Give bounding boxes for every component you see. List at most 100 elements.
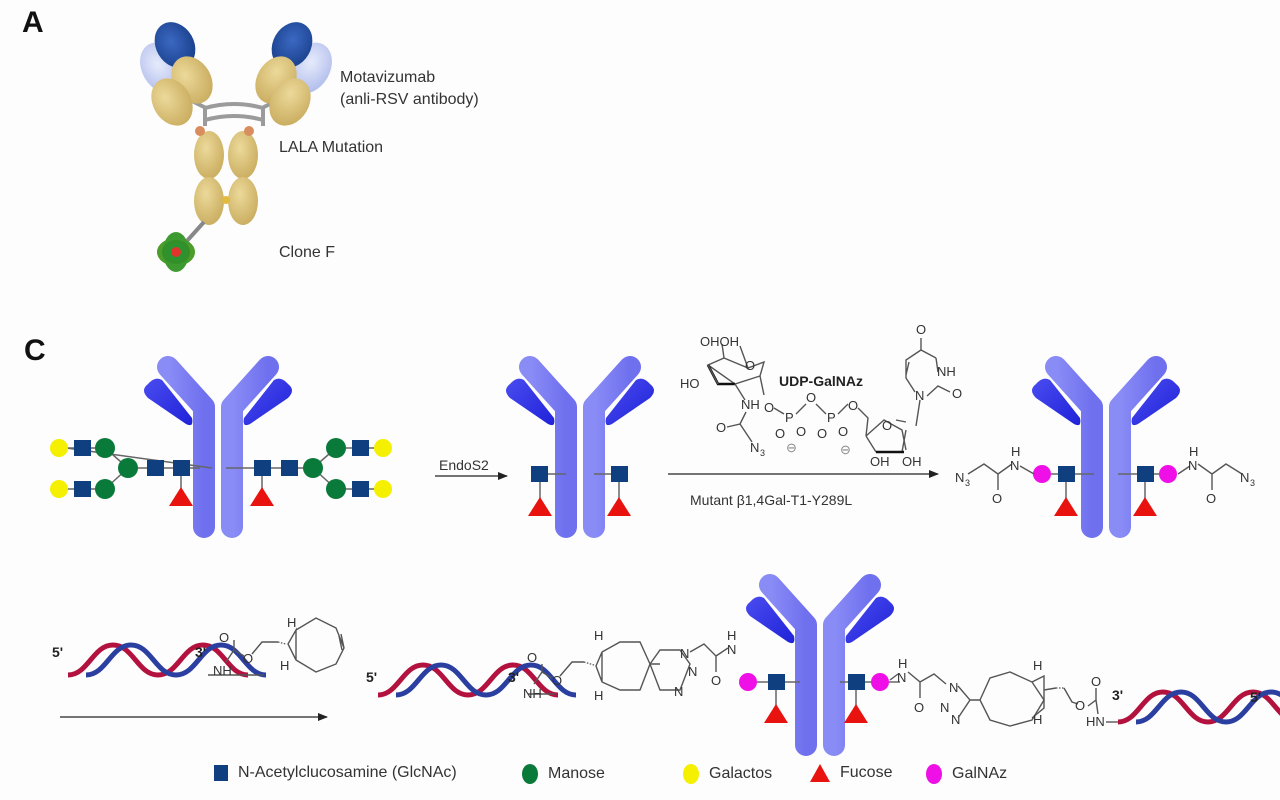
- heavy-chain-variable-left: [154, 22, 196, 68]
- glcnac-node: [848, 674, 865, 690]
- dna-bcn-reagent: 5' 3' NH O O H H: [52, 615, 345, 678]
- glcnac-node: [173, 460, 190, 476]
- dna-3prime-label: 3': [1112, 687, 1123, 703]
- chem-nh: NH: [213, 663, 232, 678]
- chem-n3: N: [955, 470, 964, 485]
- dna-5prime-label: 5': [52, 644, 63, 660]
- glcnac-node: [281, 460, 298, 476]
- antibody-deglycosylated: [506, 367, 654, 527]
- chem-h: H: [1033, 712, 1042, 727]
- chem-n: N: [680, 646, 689, 661]
- antibody-dna-conjugate: 5' 3' NH O O H H N N N O N H N H O N: [366, 585, 1280, 745]
- antibody-name-label: Motavizumab: [340, 69, 435, 86]
- chem-o: O: [219, 630, 229, 645]
- legend-label: Manose: [548, 765, 605, 782]
- legend-item-mannose: Manose: [522, 764, 605, 784]
- galnaz-node: [1159, 465, 1177, 483]
- chem-oh: OH: [902, 454, 922, 469]
- chem-n: N: [688, 664, 697, 679]
- chem-o: O: [527, 650, 537, 665]
- chem-o: O: [243, 651, 253, 666]
- fucose-node: [250, 487, 274, 506]
- fucose-node: [528, 497, 552, 516]
- legend-item-fucose: Fucose: [810, 764, 892, 782]
- chem-o: O: [552, 673, 562, 688]
- chem-o: O: [914, 700, 924, 715]
- chem-negative-charge: ⊖: [840, 442, 851, 457]
- chem-oh: OH: [870, 454, 890, 469]
- antibody-galnaz-labelled: N 3 O N H N H O N 3: [955, 367, 1255, 527]
- chem-o: O: [848, 398, 858, 413]
- chem-h: H: [1011, 444, 1020, 459]
- glcnac-node: [74, 440, 91, 456]
- chem-h: H: [898, 656, 907, 671]
- glcnac-square-icon: [214, 765, 228, 781]
- glcnac-node: [74, 481, 91, 497]
- glycan-right: [226, 438, 392, 506]
- fucose-node: [607, 497, 631, 516]
- lala-mutation-label: LALA Mutation: [279, 139, 383, 156]
- chem-n3-subscript: 3: [1250, 478, 1255, 488]
- chem-n3: N: [1240, 470, 1249, 485]
- antibody-description-label: (anli-RSV antibody): [340, 91, 479, 108]
- galactose-node: [374, 480, 392, 498]
- dna-3prime-label: 3': [508, 669, 519, 685]
- fucose-node: [764, 704, 788, 723]
- chem-o: O: [796, 424, 806, 439]
- legend-label: Fucose: [840, 764, 893, 781]
- glcnac-node: [531, 466, 548, 482]
- glycan-legend: N-Acetylclucosamine (GlcNAc) Manose Gala…: [0, 764, 1280, 792]
- chem-nh: NH: [937, 364, 956, 379]
- dna-helix: [378, 665, 576, 695]
- mannose-node: [303, 458, 323, 478]
- glcnac-node: [611, 466, 628, 482]
- galnaz-circle-icon: [926, 764, 942, 784]
- chem-h: H: [594, 688, 603, 703]
- panel-a-antibody-illustration: [140, 22, 332, 272]
- chem-n: N: [940, 700, 949, 715]
- chem-o: O: [952, 386, 962, 401]
- udp-galnaz-label: UDP-GalNAz: [779, 373, 863, 389]
- chem-p: P: [785, 410, 794, 425]
- mannose-node: [95, 479, 115, 499]
- chem-nh: NH: [741, 397, 760, 412]
- legend-item-galnaz: GalNAz: [926, 764, 1007, 784]
- galnaz-node: [1033, 465, 1051, 483]
- galactose-node: [374, 439, 392, 457]
- fucose-node: [844, 704, 868, 723]
- mutant-galt-label: Mutant β1,4Gal-T1-Y289L: [690, 492, 852, 508]
- chem-o: O: [992, 491, 1002, 506]
- glcnac-node: [1137, 466, 1154, 482]
- chem-n3: N: [750, 440, 759, 455]
- chem-ohoh: OHOH: [700, 334, 739, 349]
- galactose-node: [50, 480, 68, 498]
- chem-o: O: [711, 673, 721, 688]
- dna-5prime-label: 5': [366, 669, 377, 685]
- chem-h: H: [1189, 444, 1198, 459]
- glcnac-node: [768, 674, 785, 690]
- legend-label: N-Acetylclucosamine (GlcNAc): [238, 764, 457, 781]
- chem-n3-subscript: 3: [760, 448, 765, 458]
- chem-n: N: [674, 684, 683, 699]
- chem-o: O: [1091, 674, 1101, 689]
- chem-n: N: [897, 670, 906, 685]
- glcnac-node: [254, 460, 271, 476]
- legend-label: GalNAz: [952, 765, 1008, 782]
- galactose-circle-icon: [683, 764, 699, 784]
- dna-helix: [68, 645, 266, 675]
- chem-o: O: [838, 424, 848, 439]
- glcnac-node: [352, 481, 369, 497]
- mannose-node: [326, 438, 346, 458]
- panel-a-letter: A: [22, 6, 44, 39]
- endos2-label: EndoS2: [439, 457, 489, 473]
- chem-n: N: [951, 712, 960, 727]
- chem-p: P: [827, 410, 836, 425]
- dna-3prime-label: 3': [195, 644, 206, 660]
- clone-f-protein: [157, 232, 195, 272]
- mannose-node: [95, 438, 115, 458]
- chem-h: H: [594, 628, 603, 643]
- fucose-node: [169, 487, 193, 506]
- glcnac-node: [147, 460, 164, 476]
- mannose-circle-icon: [522, 764, 538, 784]
- chem-ho: HO: [680, 376, 700, 391]
